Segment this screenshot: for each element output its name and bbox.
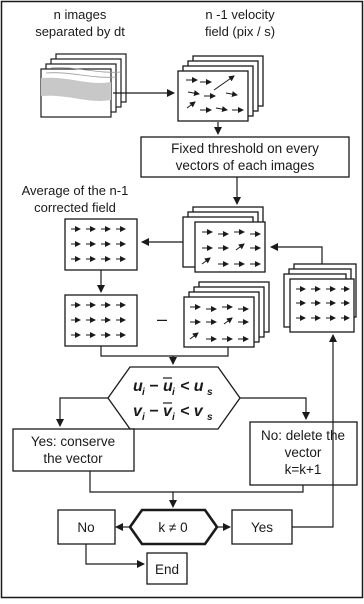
svg-text:−: − [149,403,158,420]
threshold-text-line1: Fixed threshold on every [171,141,319,156]
svg-text:n -1 velocity: n -1 velocity [205,7,275,22]
flow-band [41,77,111,101]
svg-text:n images: n images [54,7,107,22]
merge-connector-2 [89,471,304,493]
velocity-field-stack [177,55,264,122]
svg-text:< v: < v [180,403,204,420]
svg-text:s: s [207,412,213,423]
average-field-repeat [64,294,138,347]
condition-v: v i − v i < v s [133,402,213,423]
svg-text:Average of the n-1: Average of the n-1 [22,183,129,198]
image-stack-raw [40,53,127,118]
k-test-text: k ≠ 0 [158,520,187,535]
minus-operator: – [157,309,167,329]
no-text: No [77,520,94,535]
svg-text:i: i [142,412,145,423]
yes-text: Yes [251,520,273,535]
label-velocity-field: n -1 velocity field (pix / s) [205,7,275,39]
arrow-condition-no [240,397,310,420]
end-text: End [155,562,179,577]
label-average: Average of the n-1 corrected field [22,183,129,215]
threshold-text-line2: vectors of each images [176,158,315,173]
corrected-field-stack [182,206,266,273]
no-box [57,509,116,545]
svg-text:−: − [149,378,158,395]
no-delete-line2: vector [285,445,322,460]
svg-text:corrected field: corrected field [34,200,116,215]
yes-conserve-box [12,428,135,472]
arrow-condition-yes [56,397,108,427]
corrected-field-stack-repeat [183,281,270,348]
svg-text:separated by dt: separated by dt [35,24,125,39]
condition-u: u i − u i < u s [133,377,213,398]
average-field [64,218,138,271]
merge-connector [100,346,229,357]
svg-text:< u: < u [180,378,204,395]
arrow-feedback-to-corrected [270,243,323,264]
yes-conserve-line1: Yes: conserve [31,434,115,449]
svg-text:v: v [133,403,143,420]
label-n-images: n images separated by dt [35,7,125,39]
svg-text:u: u [163,378,173,395]
arrow-no-to-end [85,544,145,568]
svg-text:u: u [133,378,143,395]
svg-text:i: i [172,412,175,423]
svg-text:v: v [163,403,173,420]
feedback-field-stack [283,263,357,333]
no-delete-line3: k=k+1 [285,462,322,477]
svg-text:i: i [142,387,145,398]
threshold-box [140,136,350,178]
end-box [146,552,188,585]
yes-conserve-line2: the vector [43,451,103,466]
svg-text:s: s [207,387,213,398]
svg-text:i: i [172,387,175,398]
no-delete-line1: No: delete the [261,428,345,443]
arrow-yes-loop [292,334,337,528]
svg-text:field (pix / s): field (pix / s) [205,24,275,39]
